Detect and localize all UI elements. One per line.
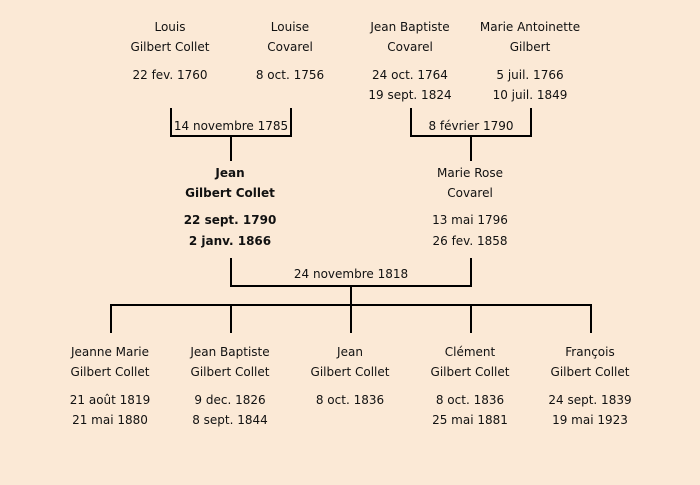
person-death: 19 mai 1923 [552,413,628,427]
connector-line [290,108,292,137]
connector-line [470,304,472,333]
connector-line [350,304,352,333]
person-death: 2 janv. 1866 [188,234,272,248]
person-last-name: Gilbert Collet [130,40,210,54]
person-last-name: Gilbert Collet [310,365,390,379]
person-last-name: Gilbert Collet [185,186,275,200]
marriage-date-right: 8 février 1790 [428,119,514,133]
connector-line [230,258,232,287]
person-birth: 21 août 1819 [69,393,151,407]
person-birth: 8 oct. 1836 [315,393,385,407]
person-last-name: Gilbert Collet [550,365,630,379]
person-first-name: Louis [154,20,186,34]
connector-line [110,304,112,333]
person-first-name: François [565,345,615,359]
person-last-name: Covarel [447,186,493,200]
person-last-name: Gilbert Collet [430,365,510,379]
person-last-name: Gilbert Collet [190,365,270,379]
person-death: 10 juil. 1849 [492,88,568,102]
connector-line [350,285,352,305]
person-birth: 13 mai 1796 [432,213,508,227]
person-death: 25 mai 1881 [432,413,508,427]
connector-line [410,108,412,137]
person-first-name: Jean [337,345,363,359]
person-death: 19 sept. 1824 [368,88,452,102]
person-first-name: Jean Baptiste [190,345,270,359]
person-birth: 22 sept. 1790 [183,213,277,227]
person-first-name: Clément [444,345,496,359]
person-last-name: Covarel [387,40,433,54]
person-last-name: Covarel [267,40,313,54]
person-birth: 24 oct. 1764 [372,68,448,82]
connector-line [590,304,592,333]
connector-line [470,258,472,287]
connector-line [230,135,232,161]
person-birth: 24 sept. 1839 [548,393,632,407]
connector-line [170,108,172,137]
person-birth: 5 juil. 1766 [496,68,564,82]
marriage-date-left: 14 novembre 1785 [173,119,289,133]
person-first-name: Marie Antoinette [479,20,581,34]
connector-line [470,135,472,161]
person-first-name: Marie Rose [437,166,503,180]
person-death: 8 sept. 1844 [192,413,268,427]
person-birth: 8 oct. 1756 [255,68,325,82]
person-last-name: Gilbert [509,40,551,54]
person-birth: 8 oct. 1836 [435,393,505,407]
person-first-name: Jean Baptiste [370,20,450,34]
person-first-name: Jean [215,166,245,180]
person-birth: 9 dec. 1826 [194,393,266,407]
person-first-name: Louise [270,20,310,34]
person-death: 26 fev. 1858 [432,234,508,248]
connector-line [530,108,532,137]
person-last-name: Gilbert Collet [70,365,150,379]
connector-line [230,304,232,333]
marriage-date-center: 24 novembre 1818 [293,267,409,281]
person-first-name: Jeanne Marie [70,345,150,359]
person-birth: 22 fev. 1760 [132,68,208,82]
person-death: 21 mai 1880 [72,413,148,427]
